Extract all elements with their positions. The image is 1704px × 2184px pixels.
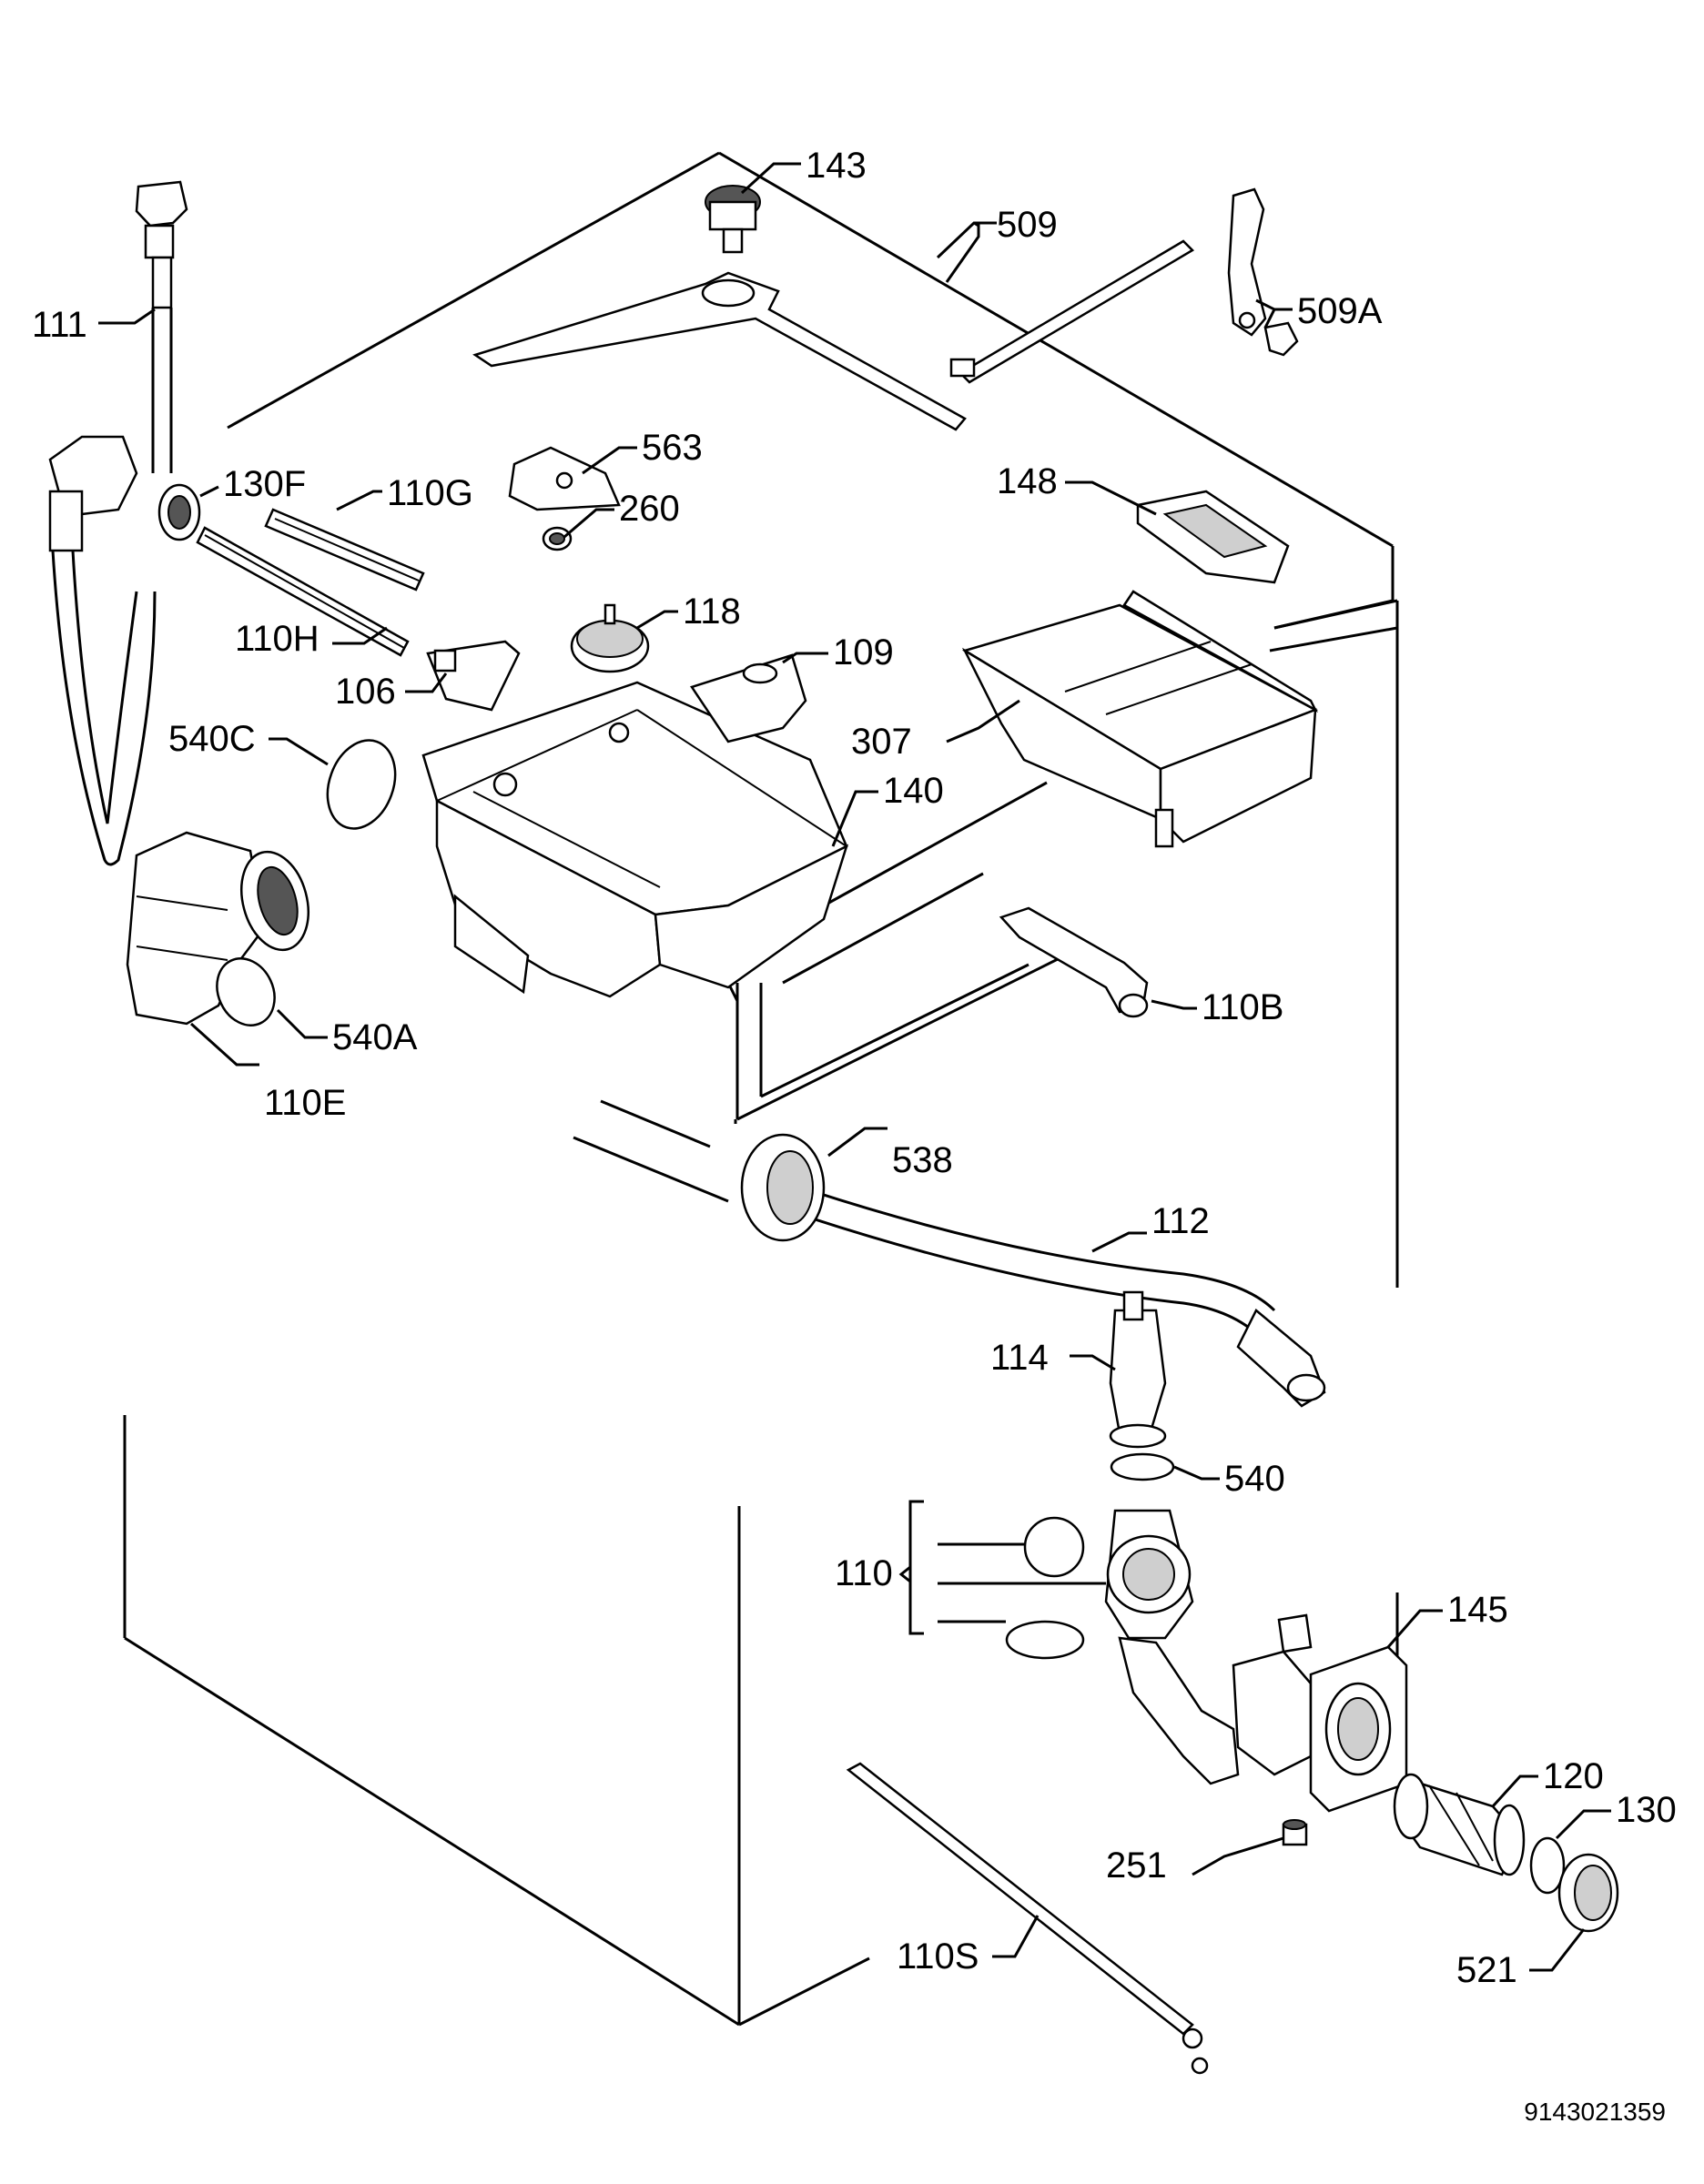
label-110g: 110G — [387, 473, 473, 513]
hose-110h — [196, 526, 410, 657]
label-130: 130 — [1616, 1790, 1677, 1830]
rod-110s — [846, 1762, 1209, 2075]
label-143: 143 — [806, 146, 867, 186]
label-110b: 110B — [1202, 987, 1283, 1027]
bracket-110 — [898, 1500, 924, 1635]
label-110s: 110S — [897, 1936, 979, 1977]
part-labels: 143 509 509A 111 563 130F 110G 260 148 1… — [32, 146, 1677, 1990]
nut-130f — [157, 483, 201, 541]
spring-260 — [542, 526, 573, 551]
label-140: 140 — [883, 771, 944, 811]
valve-body-110 — [1104, 1509, 1240, 1785]
drawer-307 — [961, 590, 1319, 848]
label-307: 307 — [851, 722, 912, 762]
hose-110b — [999, 906, 1149, 1018]
cabinet-outline — [123, 151, 1399, 2027]
pump-housing-145 — [1232, 1613, 1408, 1813]
drawing-code: 9143021359 — [1524, 2098, 1666, 2126]
grommet-538 — [740, 1133, 826, 1242]
label-540c: 540C — [168, 719, 256, 759]
label-130f: 130F — [223, 464, 306, 504]
label-110h: 110H — [235, 619, 320, 659]
leader-lines — [98, 162, 1611, 1972]
label-148: 148 — [997, 461, 1058, 501]
handle-148 — [1136, 490, 1290, 584]
label-110e: 110E — [264, 1083, 346, 1123]
label-145: 145 — [1447, 1590, 1508, 1630]
label-509a: 509A — [1297, 291, 1383, 331]
hose-110g — [264, 508, 425, 592]
clamp-540 — [1110, 1452, 1175, 1481]
label-120: 120 — [1543, 1756, 1604, 1796]
label-521: 521 — [1456, 1950, 1517, 1990]
ring-540c — [326, 739, 397, 830]
label-563: 563 — [642, 428, 703, 468]
ring-110 — [1005, 1620, 1085, 1660]
knob-143 — [705, 185, 761, 254]
cap-521 — [1557, 1853, 1619, 1933]
label-118: 118 — [683, 592, 741, 632]
cover-563 — [508, 446, 621, 511]
label-111: 111 — [32, 305, 87, 345]
dispenser-housing-140 — [421, 653, 849, 998]
label-509: 509 — [997, 205, 1058, 245]
label-112: 112 — [1151, 1201, 1210, 1241]
label-109: 109 — [833, 632, 894, 672]
ball-110 — [1023, 1516, 1085, 1578]
drain-hose-112 — [773, 1177, 1326, 1408]
part-251 — [1282, 1819, 1308, 1846]
part-106 — [426, 640, 521, 712]
bracket-509a — [1227, 187, 1299, 357]
vent-114 — [1109, 1290, 1167, 1449]
inlet-hose-111 — [48, 180, 188, 866]
label-110: 110 — [835, 1553, 893, 1593]
label-260: 260 — [619, 489, 680, 529]
label-540: 540 — [1224, 1459, 1285, 1499]
clamp-540a — [216, 957, 276, 1026]
gear-118 — [570, 603, 650, 673]
lever-509 — [472, 239, 1195, 431]
label-114: 114 — [990, 1338, 1049, 1378]
label-538: 538 — [892, 1140, 953, 1180]
label-106: 106 — [335, 672, 396, 712]
oring-130 — [1529, 1836, 1566, 1895]
label-251: 251 — [1106, 1845, 1167, 1886]
filter-120 — [1393, 1773, 1526, 1876]
label-540a: 540A — [332, 1017, 418, 1057]
